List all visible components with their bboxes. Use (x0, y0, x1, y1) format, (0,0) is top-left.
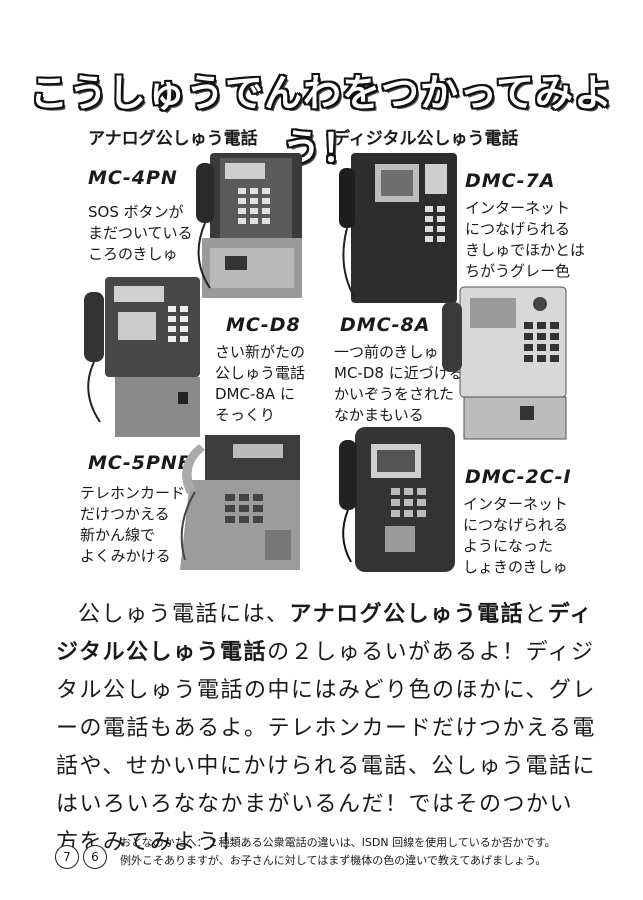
phone-model-label: DMC-7A (465, 170, 556, 192)
dmc-7a-phone-image (339, 153, 457, 303)
phone-description: SOS ボタンが まだついている ころのきしゅ (88, 203, 193, 263)
digital-section-heading: ディジタル公しゅう電話 (333, 129, 519, 149)
mc-5pnb-phone-image (180, 435, 300, 570)
phone-model-label: MC-4PN (88, 167, 178, 189)
phone-description: インターネット につなげられる きしゅでほかとは ちがうグレー色 (465, 199, 586, 280)
parent-note: おとなのかたへ：２種類ある公衆電話の違いは、ISDN 回線を使用しているか否かで… (120, 836, 556, 867)
phone-description: さい新がたの 公しゅう電話 DMC-8A に そっくり (215, 343, 306, 424)
analog-section-heading: アナログ公しゅう電話 (88, 129, 258, 149)
phone-model-label: DMC-8A (340, 314, 431, 336)
paragraph-text: と (524, 602, 548, 627)
paragraph-text: 公しゅう電話には、 (78, 602, 290, 627)
phone-model-label: MC-5PNB (88, 452, 194, 474)
phone-description: テレホンカード だけつかえる 新かん線で よくみかける (80, 484, 186, 565)
dmc-2c-i-phone-image (339, 427, 455, 572)
analog-emphasis: アナログ公しゅう電話 (289, 602, 525, 627)
phone-model-label: MC-D8 (226, 314, 301, 336)
phone-model-label: DMC-2C-I (465, 466, 572, 488)
mc-d8-phone-image (84, 277, 200, 437)
digital-emphasis: ディジタル公しゅう電話 (56, 602, 594, 665)
dmc-8a-phone-image (442, 286, 567, 440)
explanation-paragraph: 公しゅう電話には、アナログ公しゅう電話とディジタル公しゅう電話の２しゅるいがある… (56, 596, 596, 862)
page-title: こうしゅうでんわをつかってみよう！ (29, 71, 614, 170)
page-number: 6 (83, 845, 107, 869)
phone-description: インターネット につなげられる ようになった しょきのきしゅ (463, 495, 569, 576)
mc-4pn-phone-image (196, 153, 302, 298)
phone-description: 一つ前のきしゅ MC-D8 に近づける かいぞうをされた なかまもいる (334, 343, 464, 424)
page-number: 7 (55, 845, 79, 869)
paragraph-text: の２しゅるいがあるよ！ディジタル公しゅう電話の中にはみどり色のほかに、グレーの電… (56, 640, 596, 855)
